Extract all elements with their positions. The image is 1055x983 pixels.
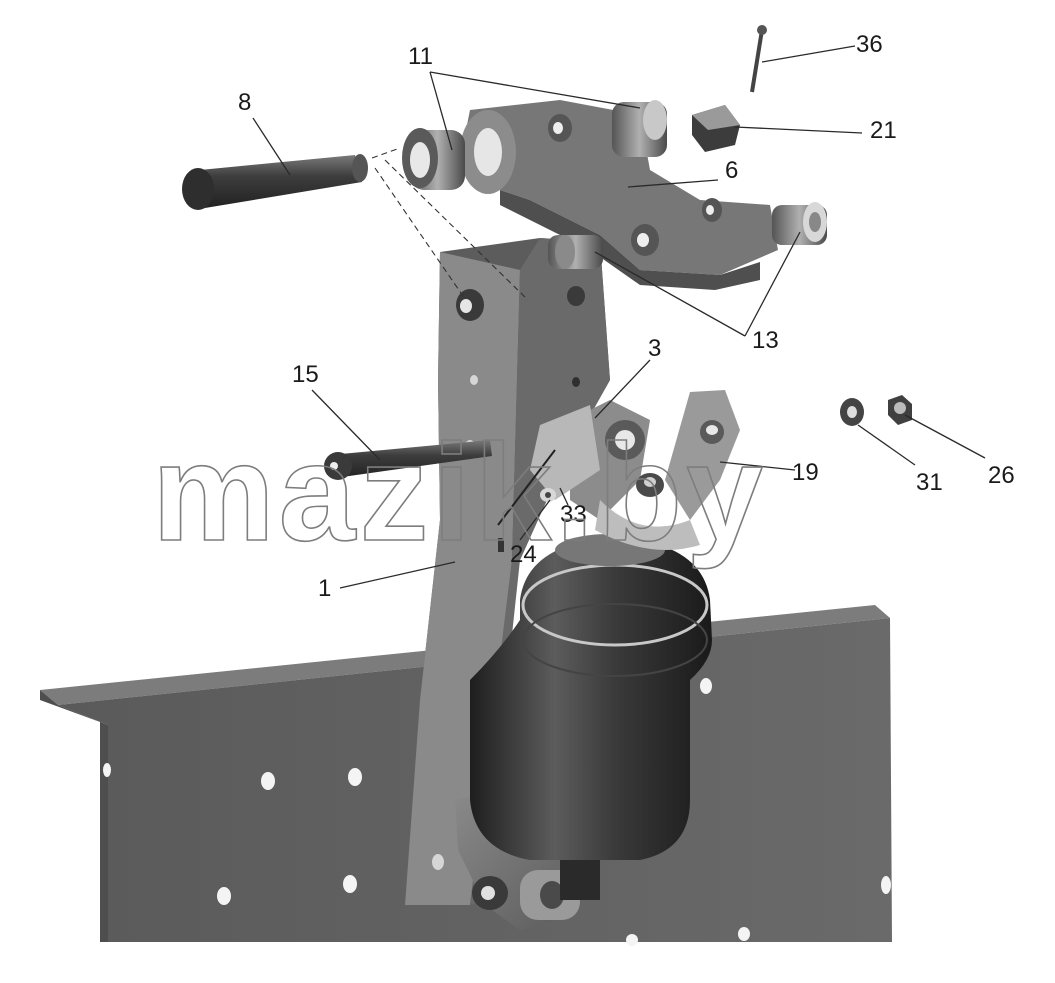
callout-8: 8 <box>238 89 251 116</box>
callout-26: 26 <box>988 462 1015 489</box>
nut-26 <box>888 395 912 425</box>
pin-8 <box>182 154 368 210</box>
nut-21 <box>692 105 740 152</box>
frame-holes <box>103 678 891 946</box>
air-spring <box>470 534 712 900</box>
callout-labels: 8 11 36 21 6 13 3 15 19 31 26 33 24 1 <box>238 31 1015 602</box>
callout-13: 13 <box>752 327 779 354</box>
callout-21: 21 <box>870 117 897 144</box>
callout-33: 33 <box>560 501 587 528</box>
alignment-lines <box>371 147 529 301</box>
upper-spring-mount <box>530 390 740 550</box>
callout-19: 19 <box>792 459 819 486</box>
callout-3: 3 <box>648 335 661 362</box>
callout-36: 36 <box>856 31 883 58</box>
bolt-15 <box>324 440 492 480</box>
lever-6 <box>460 100 778 290</box>
callout-11: 11 <box>408 43 433 70</box>
callout-31: 31 <box>916 469 943 496</box>
leader-lines <box>252 45 986 589</box>
washer-31 <box>840 398 864 426</box>
bushings-13 <box>548 202 827 269</box>
callout-1: 1 <box>318 575 331 602</box>
callout-24: 24 <box>510 541 537 568</box>
cotter-pin-36 <box>750 25 767 93</box>
main-bracket <box>405 238 610 905</box>
watermark: mazik.by <box>152 416 767 570</box>
callout-6: 6 <box>725 157 738 184</box>
callout-15: 15 <box>292 361 319 388</box>
small-parts <box>497 449 556 552</box>
